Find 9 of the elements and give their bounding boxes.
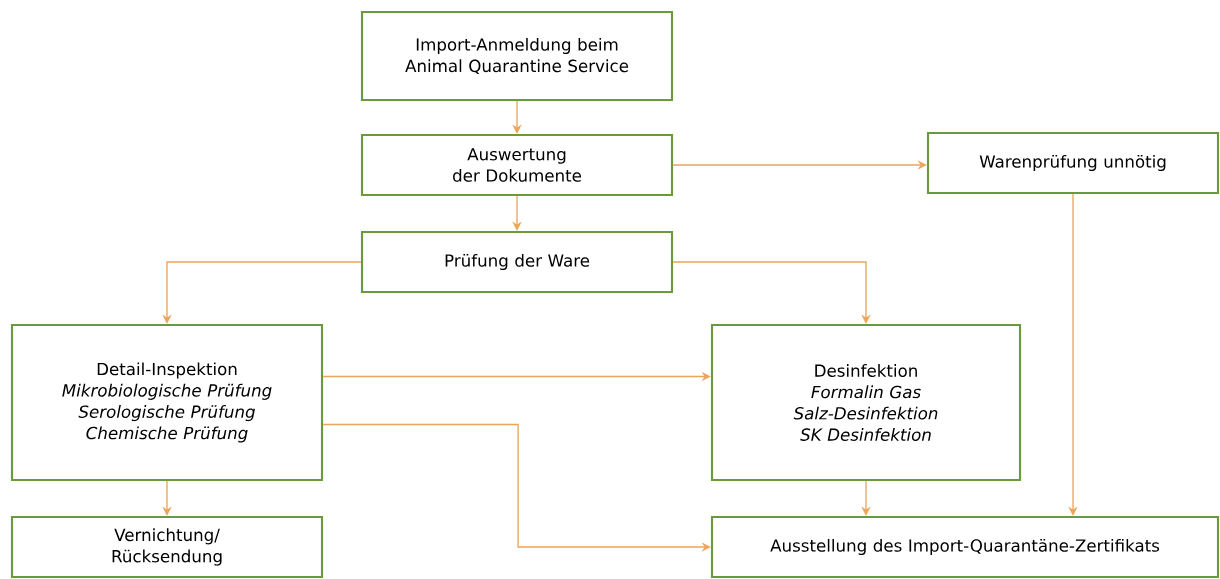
process-box: Auswertung der Dokumente: [360, 133, 674, 197]
process-box: Desinfektion Formalin Gas Salz-Desinfektion SK Desinfektion: [710, 323, 1022, 482]
arrow: [672, 261, 871, 324]
process-box: Vernichtung/ Rücksendung: [10, 515, 324, 579]
process-box: Ausstellung des Import-Quarantäne-Zertifikats: [710, 515, 1220, 579]
process-box: Warenprüfung unnötig: [926, 131, 1220, 195]
process-box: Prüfung der Ware: [360, 230, 674, 294]
process-box: Detail-Inspektion Mikrobiologische Prüfung Serologische Prüfung Chemische Prüfung: [10, 323, 324, 482]
process-box: Import-Anmeldung beim Animal Quarantine Service: [360, 10, 674, 102]
